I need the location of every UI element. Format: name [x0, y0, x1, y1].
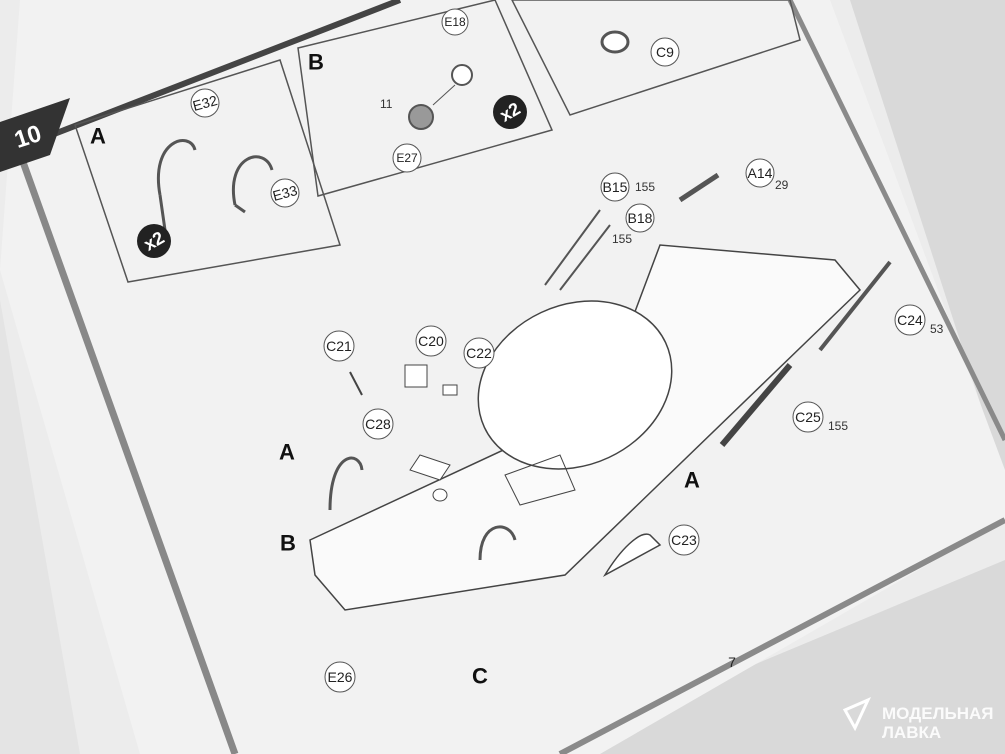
callout-c24: C24 — [897, 312, 923, 328]
inset-a: A E32 E33 x2 — [74, 59, 341, 283]
paint-b18: 155 — [612, 232, 632, 246]
watermark-logo: МОДЕЛЬНАЯ ЛАВКА — [842, 697, 994, 742]
callout-c22: C22 — [466, 345, 492, 361]
inset-b-letter: B — [308, 50, 324, 75]
paint-a14: 29 — [775, 178, 789, 192]
step-number-tab — [0, 98, 70, 172]
callout-e18: E18 — [444, 15, 466, 29]
paint-c24: 53 — [930, 322, 944, 336]
paint-b15: 155 — [635, 180, 655, 194]
callout-c20: C20 — [418, 333, 444, 349]
callout-e33: E33 — [271, 182, 299, 204]
hull-assembly — [309, 172, 892, 611]
subassembly-b: B — [280, 531, 296, 556]
callout-c25: C25 — [795, 409, 821, 425]
page-number: 7 — [728, 654, 736, 670]
watermark-line2: ЛАВКА — [882, 723, 941, 742]
main-callouts: B15 155 B18 155 A14 29 C24 53 C25 155 C2… — [279, 158, 944, 693]
paint-code: 11 — [380, 97, 393, 111]
inset-a-letter: A — [90, 124, 106, 149]
callout-c28: C28 — [365, 416, 391, 432]
inset-c: C9 — [511, 0, 801, 116]
callout-e27: E27 — [396, 151, 418, 165]
callout-c9: C9 — [656, 44, 674, 60]
subassembly-c: C — [472, 664, 488, 689]
inset-b: B E18 E27 11 x2 — [297, 0, 554, 197]
watermark-line1: МОДЕЛЬНАЯ — [882, 704, 994, 723]
subassembly-a-right: A — [684, 468, 700, 493]
callout-b18: B18 — [628, 210, 653, 226]
subassembly-a-left: A — [279, 440, 295, 465]
callout-c23: C23 — [671, 532, 697, 548]
callout-a14: A14 — [748, 165, 773, 181]
callout-b15: B15 — [603, 179, 628, 195]
callout-e32: E32 — [191, 92, 219, 114]
callout-e26: E26 — [328, 669, 353, 685]
paint-c25: 155 — [828, 419, 848, 433]
callout-c21: C21 — [326, 338, 352, 354]
